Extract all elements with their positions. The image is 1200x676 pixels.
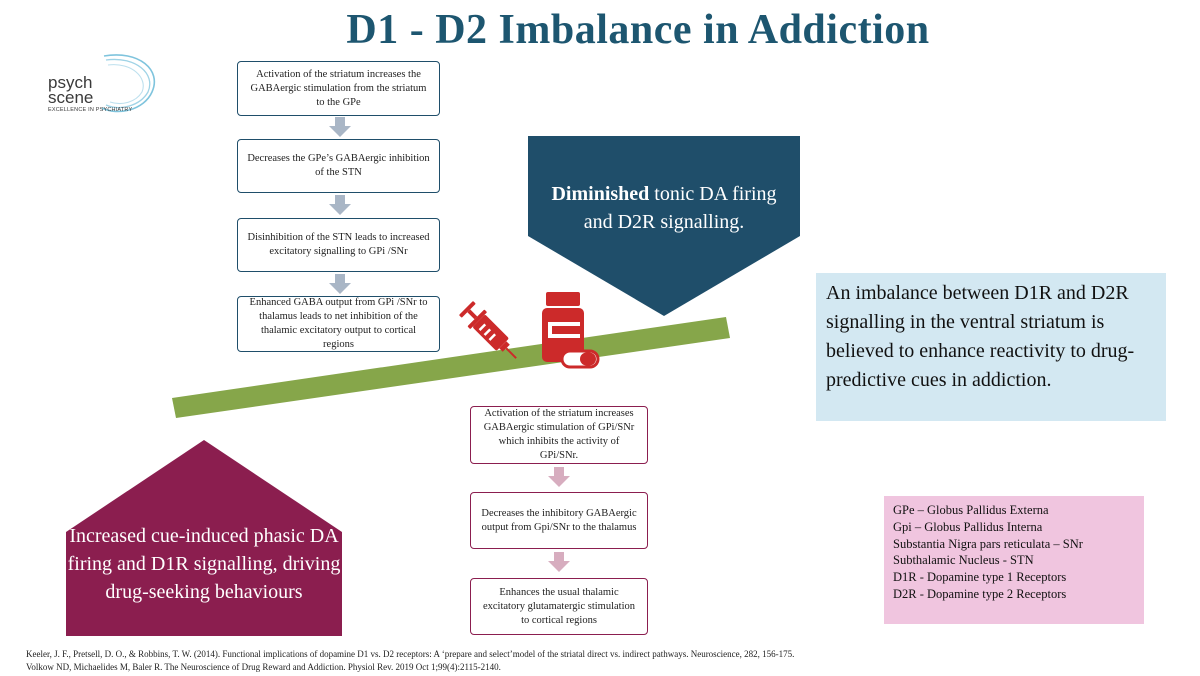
legend-item: D2R - Dopamine type 2 Receptors	[893, 586, 1067, 601]
down-arrow-icon	[548, 552, 570, 572]
diminished-bold: Diminished	[551, 183, 650, 205]
down-arrow-icon	[548, 467, 570, 487]
diminished-line2: and D2R signalling.	[583, 211, 745, 233]
psych-scene-logo: psych scene EXCELLENCE IN PSYCHIATRY	[44, 48, 164, 120]
page-title: D1 - D2 Imbalance in Addiction	[346, 7, 930, 53]
reference-item: Volkow ND, Michaelides M, Baler R. The N…	[26, 662, 501, 672]
logo-word-psych: psych	[48, 73, 93, 92]
diminished-shape	[528, 136, 800, 316]
abbreviation-legend: GPe – Globus Pallidus Externa Gpi – Glob…	[884, 496, 1144, 624]
legend-item: Substantia Nigra pars reticulata – SNr	[893, 536, 1083, 551]
syringe-icon	[459, 301, 517, 359]
d1-step-2: Decreases the inhibitory GABAergic outpu…	[470, 492, 648, 549]
d2-step-3: Disinhibition of the STN leads to increa…	[237, 218, 440, 272]
logo-swirl-icon	[101, 54, 156, 113]
d2-step-2: Decreases the GPe’s GABAergic inhibition…	[237, 139, 440, 193]
down-arrow-icon	[329, 117, 351, 137]
legend-item: Gpi – Globus Pallidus Interna	[893, 519, 1043, 534]
increased-shape	[66, 440, 342, 636]
pill-bottle-icon	[542, 292, 584, 362]
reference-item: Keeler, J. F., Pretsell, D. O., & Robbin…	[26, 649, 795, 659]
logo-word-scene: scene	[48, 88, 94, 107]
down-arrow-icon	[329, 274, 351, 294]
d1-step-3: Enhances the usual thalamic excitatory g…	[470, 578, 648, 635]
increased-label: Increased cue-induced phasic DA firing a…	[67, 525, 341, 603]
capsule-icon	[560, 349, 600, 369]
d1-step-1: Activation of the striatum increases GAB…	[470, 406, 648, 464]
d2-step-4: Enhanced GABA output from GPi /SNr to th…	[237, 296, 440, 352]
d2-step-1: Activation of the striatum increases the…	[237, 61, 440, 116]
legend-item: D1R - Dopamine type 1 Receptors	[893, 570, 1067, 585]
diminished-line1: tonic DA firing	[649, 183, 777, 205]
references: Keeler, J. F., Pretsell, D. O., & Robbin…	[26, 648, 794, 674]
diminished-label: Diminished tonic DA firing and D2R signa…	[528, 180, 800, 236]
imbalance-description: An imbalance between D1R and D2R signall…	[816, 273, 1166, 421]
legend-item: Subthalamic Nucleus - STN	[893, 553, 1034, 568]
legend-item: GPe – Globus Pallidus Externa	[893, 503, 1049, 517]
seesaw-bar	[172, 317, 730, 418]
down-arrow-icon	[329, 195, 351, 215]
logo-tagline: EXCELLENCE IN PSYCHIATRY	[48, 107, 133, 113]
